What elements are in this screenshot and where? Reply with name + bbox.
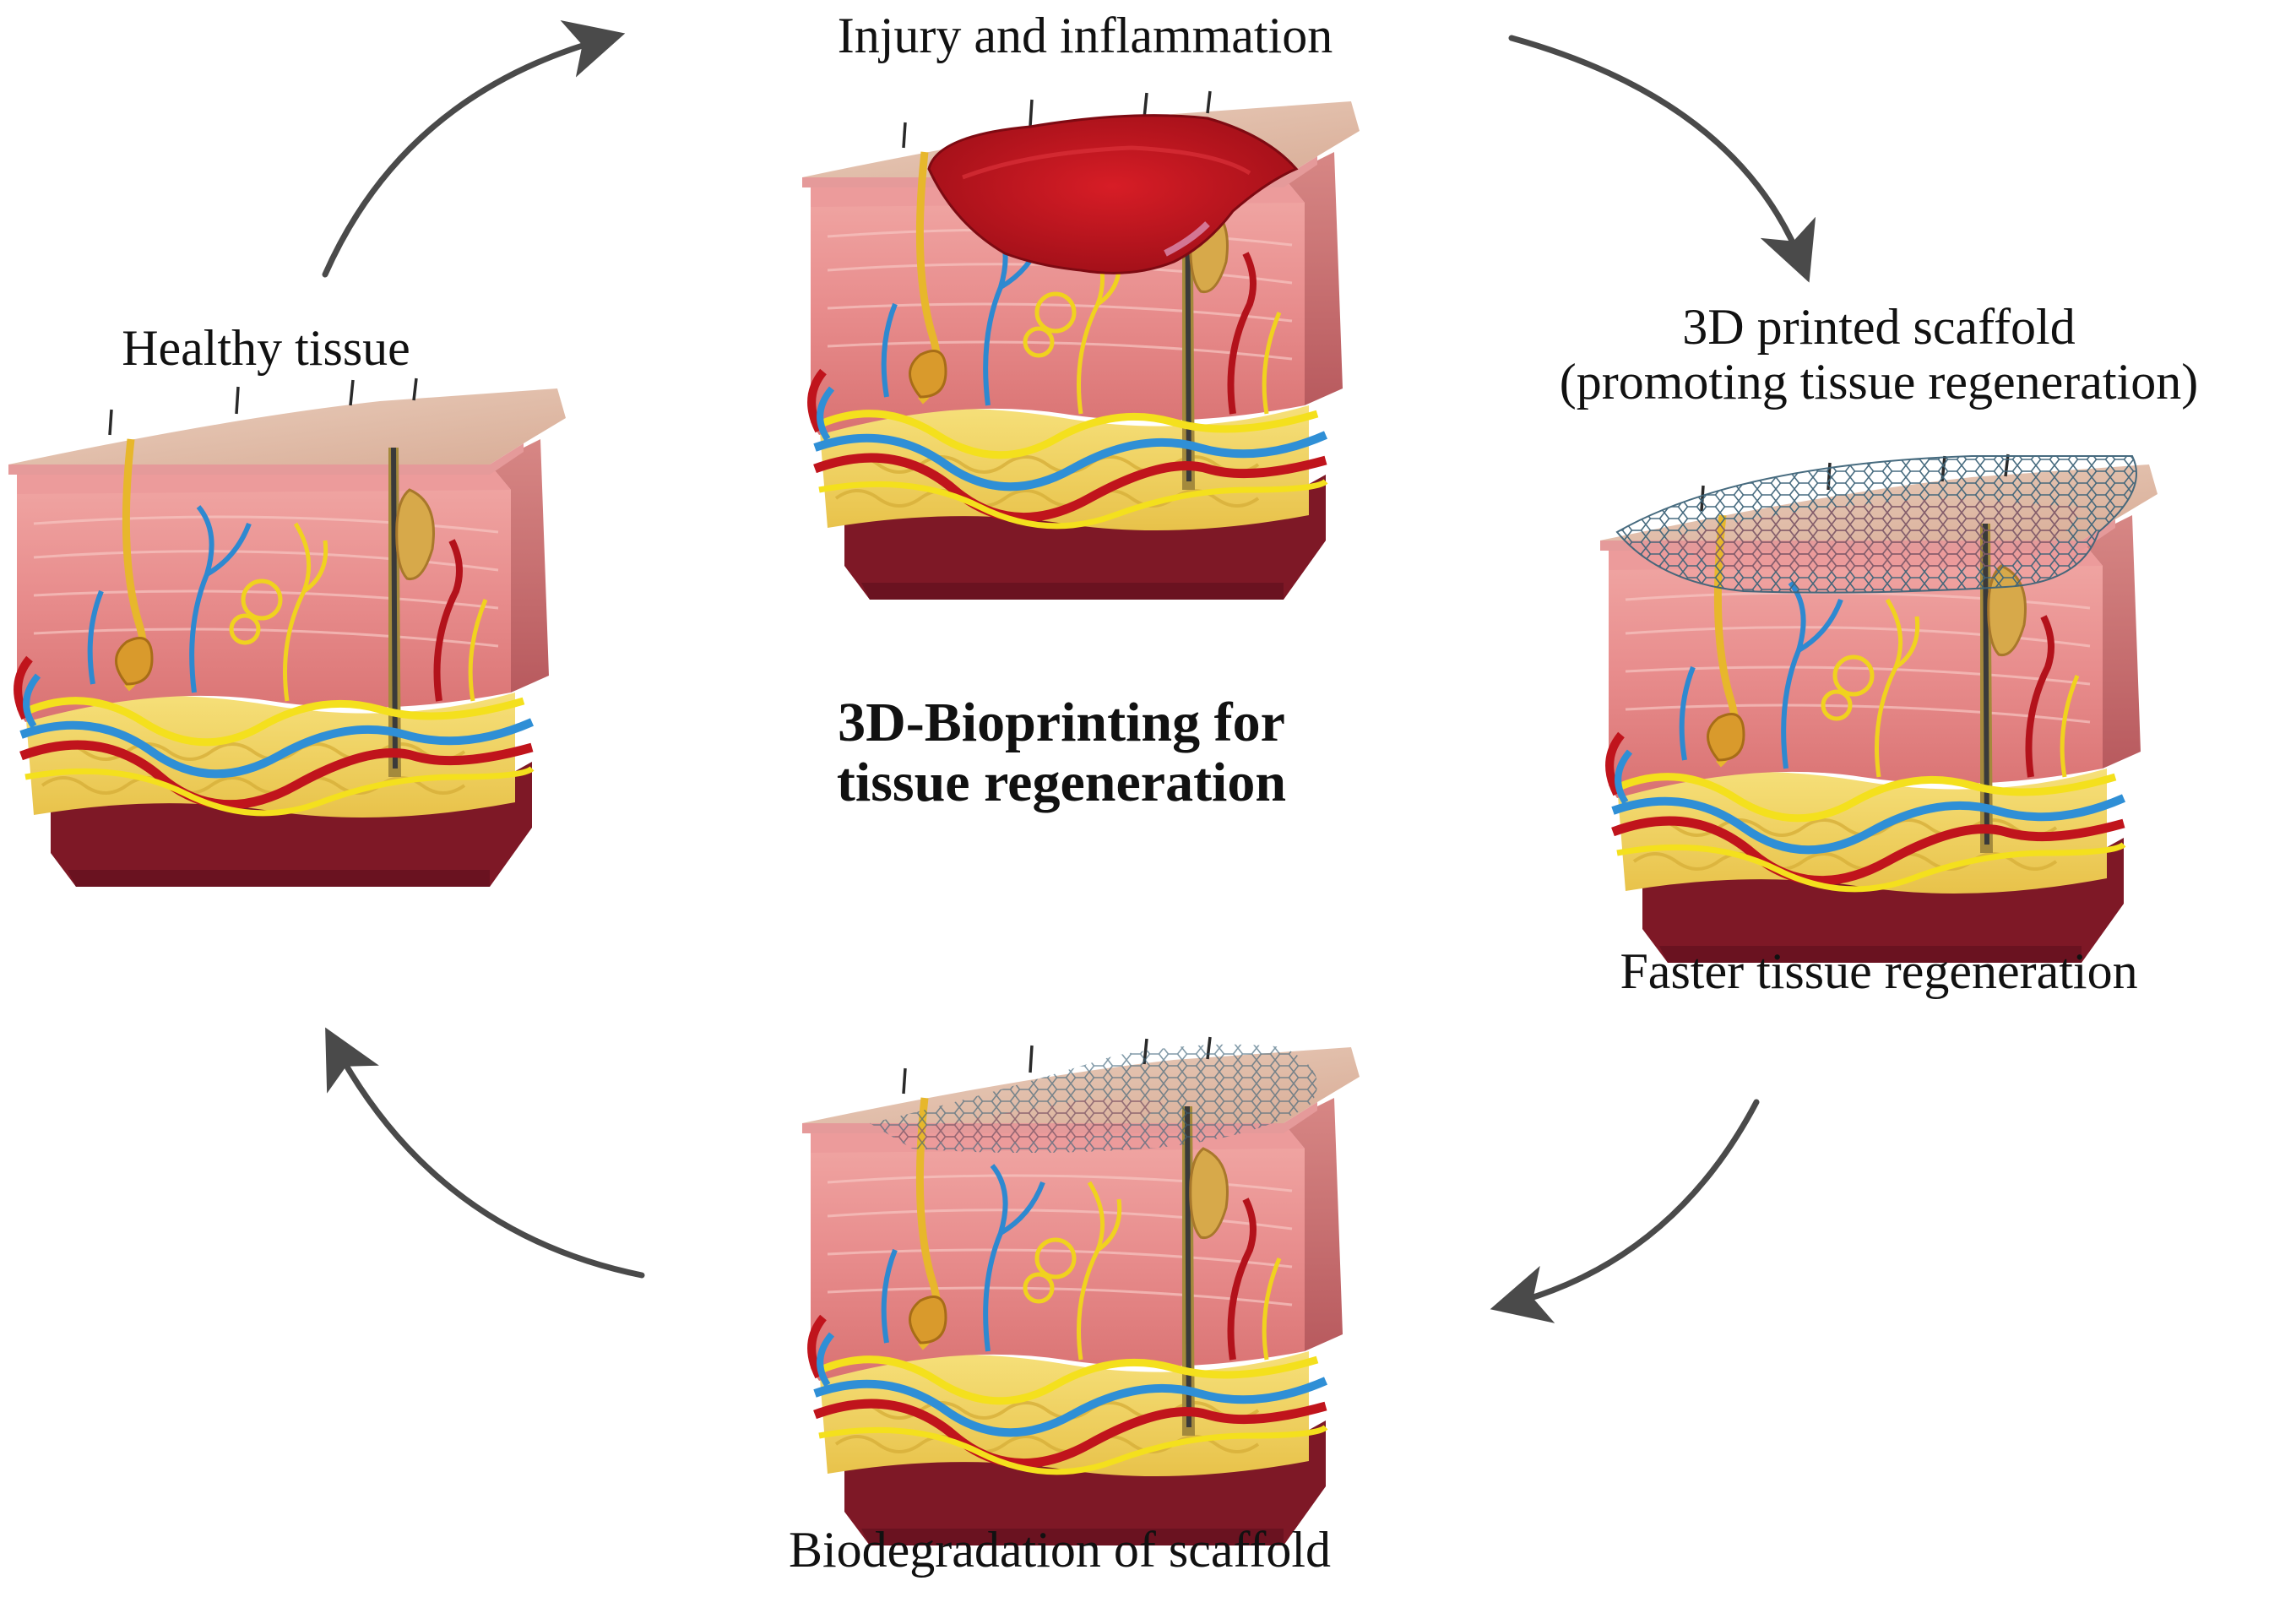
center-title-line2: tissue regeneration xyxy=(836,752,1287,814)
label-scaffold-line2: (promoting tissue regeneration) xyxy=(1559,353,2199,410)
arrow-faster-to-biodegradation xyxy=(1490,1099,1760,1323)
label-injury-and-inflammation: Injury and inflammation xyxy=(837,8,1333,63)
scaffold-tissue-illustration xyxy=(1600,454,2158,963)
injury-tissue-illustration xyxy=(802,91,1360,600)
center-title-line1: 3D-Bioprinting for xyxy=(838,692,1285,753)
label-scaffold-line1: 3D printed scaffold xyxy=(1682,299,2076,355)
arrow-healthy-to-injury xyxy=(322,20,626,278)
label-faster-tissue-regeneration: Faster tissue regeneration xyxy=(1620,943,2138,999)
label-3d-printed-scaffold: 3D printed scaffold (promoting tissue re… xyxy=(1560,300,2198,410)
healthy-tissue-illustration xyxy=(8,378,566,887)
arrow-biodegradation-to-healthy xyxy=(325,1027,645,1279)
center-title: 3D-Bioprinting for tissue regeneration xyxy=(837,693,1286,813)
arrow-injury-to-scaffold xyxy=(1508,35,1816,283)
label-healthy-tissue: Healthy tissue xyxy=(122,320,410,376)
label-biodegradation-of-scaffold: Biodegradation of scaffold xyxy=(788,1522,1332,1578)
cycle-arrows xyxy=(322,20,1816,1323)
biodegradation-tissue-illustration xyxy=(802,1037,1360,1545)
